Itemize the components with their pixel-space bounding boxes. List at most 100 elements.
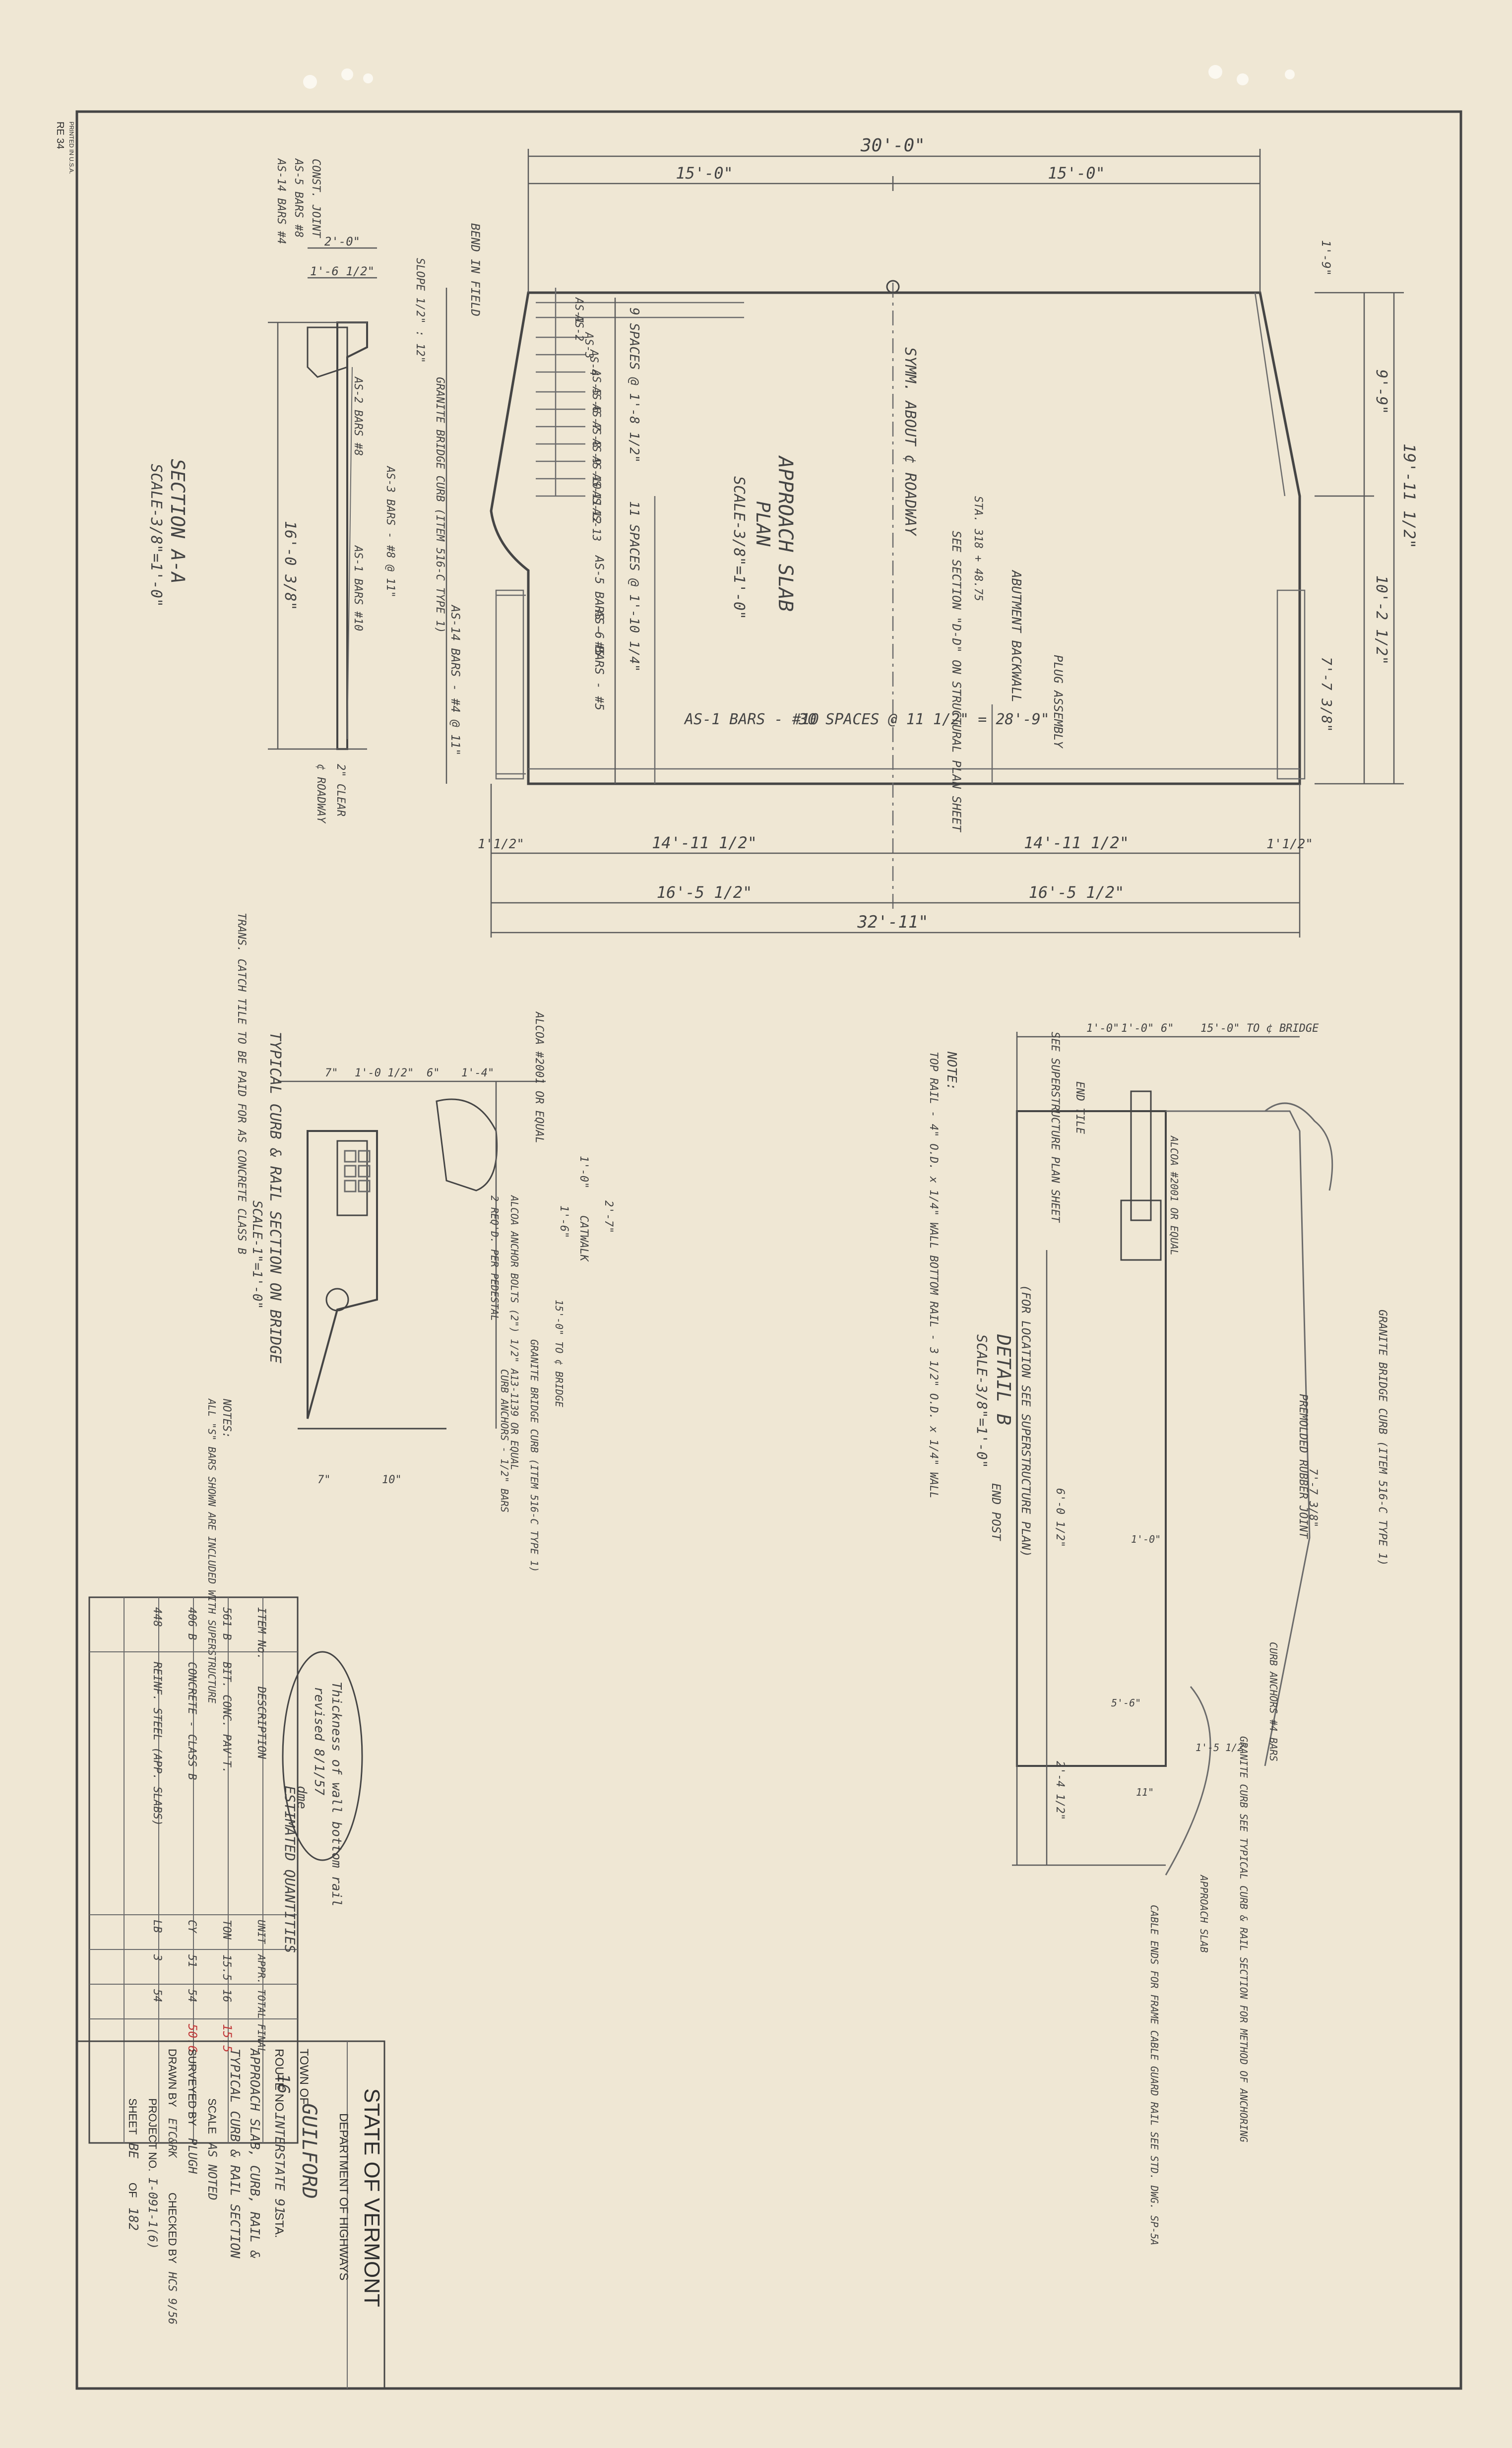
- curb-dims: 7" 1'-0 1/2" 6" 1'-4" 1'-0" 2'-7" 1'-6" …: [317, 1067, 615, 1486]
- end-tile: END TILE: [1073, 1081, 1086, 1134]
- q-r2-total: 54: [186, 1989, 198, 2003]
- alcoa-note: ALCOA #2001 OR EQUAL: [533, 1011, 545, 1143]
- detail-b-dim-3: 15'-0" TO ¢ BRIDGE: [1200, 1022, 1319, 1035]
- detail-b-note: TOP RAIL - 4" O.D. x 1/4" WALL BOTTOM RA…: [927, 1052, 940, 1499]
- cable-ends: CABLE ENDS FOR FRAME CABLE GUARD RAIL SE…: [1148, 1905, 1160, 2245]
- tb-of-label: OF: [126, 2183, 139, 2198]
- section-aa-joint: CONST. JOINT: [310, 159, 322, 239]
- superstructure-ref: SEE SUPERSTRUCTURE PLAN SHEET: [1049, 1032, 1061, 1223]
- dim-overall-top: 30'-0": [860, 135, 925, 156]
- tb-state: STATE OF VERMONT: [360, 2088, 384, 2307]
- typical-curb-section: TYPICAL CURB & RAIL SECTION ON BRIDGE SC…: [206, 913, 615, 1703]
- bar-row: AS-1 BARS - #10: [684, 711, 819, 728]
- curb-dim-1: 1'-0 1/2": [355, 1067, 414, 1079]
- q-r2-unit: CY: [186, 1920, 198, 1934]
- q-header-appr: APPR.: [255, 1953, 267, 1984]
- dim-bottom-right: 14'-11 1/2": [1024, 833, 1129, 852]
- detail-b: DETAIL B (FOR LOCATION SEE SUPERSTRUCTUR…: [927, 1022, 1388, 2245]
- q-r3-item: 448: [151, 1607, 163, 1627]
- q-header-final: FINAL: [255, 2024, 267, 2054]
- q-r2-final: 50.6: [186, 2024, 199, 2053]
- curb-notes-title: NOTES:: [220, 1398, 233, 1438]
- curb-dim-2: 6": [427, 1067, 440, 1079]
- section-aa-top1: AS-5 BARS #8: [292, 158, 305, 238]
- trans-note: TRANS. CATCH TILE TO BE PAID FOR AS CONC…: [235, 913, 248, 1255]
- typical-curb-title: TYPICAL CURB & RAIL SECTION ON BRIDGE: [266, 1032, 284, 1363]
- bar-as-12: AS-12: [590, 490, 602, 524]
- plug-note: PLUG ASSEMBLY: [1051, 655, 1065, 749]
- detail-b-dim-5: 6'-0 1/2": [1054, 1488, 1066, 1547]
- quantities-headers: ITEM No. DESCRIPTION UNIT APPR. TOTAL FI…: [255, 1607, 267, 2054]
- section-aa-as2: AS-2 BARS #8: [352, 376, 364, 456]
- detail-b-dim-1: 1'-0": [1121, 1022, 1154, 1035]
- section-aa-scale: SCALE-3/8"=1'-0": [147, 464, 165, 607]
- revision-line-2: revised 8/1/57: [312, 1687, 326, 1795]
- q-r1-unit: TON: [220, 1920, 233, 1940]
- q-r1-item: 561 B: [220, 1607, 233, 1640]
- q-header-total: TOTAL: [255, 1989, 267, 2019]
- section-aa-as3: AS-3 BARS - #8 @ 11": [384, 465, 396, 598]
- title-block: STATE OF VERMONT DEPARTMENT OF HIGHWAYS …: [76, 2040, 385, 2389]
- rail-grid: [344, 1150, 371, 1193]
- margin-marks: RE 34 PRINTED IN U.S.A.: [55, 122, 75, 174]
- tb-sheet-total: 182: [126, 2207, 140, 2231]
- curb-dim-6: 1'-6": [558, 1205, 570, 1238]
- curb-dim-0: 7": [325, 1067, 338, 1079]
- detail-b-title: DETAIL B: [993, 1334, 1014, 1425]
- margin-stamp: PRINTED IN U.S.A.: [68, 122, 75, 174]
- tb-project-label: PROJECT NO.: [146, 2098, 159, 2172]
- spaces-top: 9 SPACES @ 1'-8 1/2": [627, 308, 641, 463]
- as5-note: AS-5 BARS - #5: [592, 555, 606, 656]
- detail-b-dims: 1'-0" 1'-0" 6" 15'-0" TO ¢ BRIDGE 7'-7 3…: [1054, 1022, 1319, 1820]
- curb-note-1: ALL "S" BARS SHOWN ARE INCLUDED WITH SUP…: [206, 1398, 218, 1703]
- tb-surveyed-label: SURVEYED BY: [186, 2049, 198, 2126]
- curb-dim-5: 2'-7": [602, 1200, 615, 1233]
- tb-scale-label: SCALE: [206, 2098, 218, 2134]
- q-r2-appr: 51: [186, 1954, 198, 1968]
- tb-department: DEPARTMENT OF HIGHWAYS: [337, 2113, 350, 2280]
- slab-dims-top: [445, 149, 1404, 938]
- tb-desc-2: TYPICAL CURB & RAIL SECTION: [227, 2049, 242, 2259]
- typical-curb-scale: SCALE-1"=1'-0": [250, 1200, 264, 1309]
- detail-b-curb: [1016, 1110, 1167, 1767]
- slab-scale: SCALE-3/8"=1'-0": [730, 476, 748, 620]
- tb-checked-label: CHECKED BY: [166, 2193, 179, 2263]
- dim-half-right: 15'-0": [1048, 164, 1105, 183]
- granite-note: GRANITE BRIDGE CURB (ITEM 516-C TYPE 1): [528, 1339, 540, 1572]
- bar-as-6: AS-6: [590, 386, 602, 413]
- dim-half-left: 15'-0": [676, 164, 733, 183]
- detail-b-scale: SCALE-3/8"=1'-0": [974, 1334, 990, 1468]
- sheet-number-mark: 16: [273, 2073, 293, 2094]
- bar-as-13: AS-13: [590, 507, 602, 541]
- bar-as-1: AS-1: [572, 297, 585, 324]
- section-aa-slope: SLOPE 1/2" : 12": [414, 258, 426, 363]
- q-r2-desc: CONCRETE - CLASS B: [186, 1662, 198, 1780]
- q-header-desc: DESCRIPTION: [255, 1686, 267, 1759]
- tb-sta-label: STA.: [272, 2212, 286, 2238]
- q-r1-final: 15.5: [220, 2024, 234, 2053]
- bar-as-5: AS-5: [590, 369, 602, 396]
- revision-line-3: dme: [294, 1786, 309, 1809]
- detail-b-dim-0: 1'-0": [1086, 1022, 1119, 1035]
- section-aa-roadway: ¢ ROADWAY: [315, 764, 327, 824]
- end-post: END POST: [989, 1483, 1003, 1541]
- detail-b-dim-9: 11": [1136, 1786, 1154, 1798]
- tb-checked: HCS 9/56: [166, 2271, 178, 2324]
- abutment-note: ABUTMENT BACKWALL: [1008, 569, 1023, 702]
- premold-joint: PREMOLDED RUBBER JOINT: [1297, 1394, 1309, 1539]
- catwalk-note: CATWALK: [577, 1215, 590, 1262]
- section-aa-curb: [307, 326, 348, 378]
- bar-spacing: 30 SPACES @ 11 1/2" = 28'-9": [798, 711, 1050, 728]
- q-r3-desc: REINF. STEEL (APP. SLABS): [151, 1662, 163, 1826]
- sidewalk-note: 15'-0" TO ¢ BRIDGE: [553, 1300, 565, 1407]
- dim-right-upper: 9'-9": [1373, 370, 1390, 414]
- bend-note: BEND IN FIELD: [468, 223, 482, 316]
- detail-b-granite: GRANITE BRIDGE CURB (ITEM 516-C TYPE 1): [1376, 1310, 1388, 1566]
- q-header-unit: UNIT: [255, 1920, 267, 1945]
- tb-scale: AS NOTED: [205, 2142, 219, 2200]
- section-aa-dim2: 1'-6 1/2": [310, 264, 375, 278]
- slab-title: APPROACH SLAB: [774, 455, 797, 612]
- approach-slab-ref: APPROACH SLAB: [1198, 1874, 1210, 1953]
- dim-lower-right: 16'-5 1/2": [1029, 883, 1125, 902]
- quantities-table: ESTIMATED QUANTITIES ITEM No. DESCRIPTIO…: [88, 1596, 299, 2144]
